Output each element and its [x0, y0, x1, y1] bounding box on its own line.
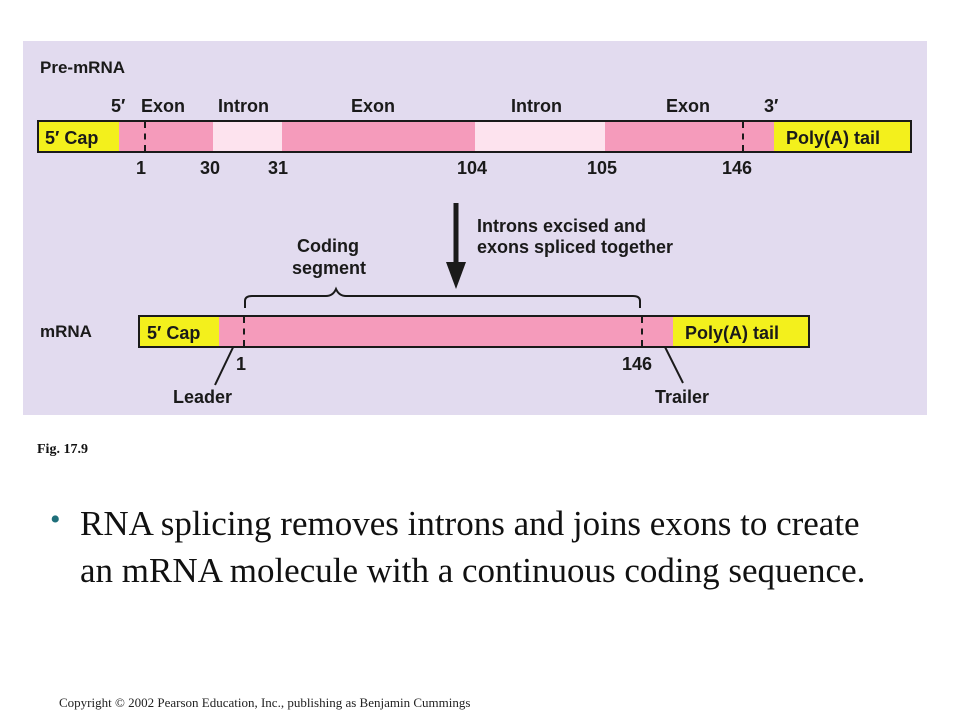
coding-segment-label-line-2: segment [292, 258, 367, 278]
premrna-intron-2-segment [475, 122, 605, 151]
mrna-start-marker [243, 317, 245, 346]
figure-caption: Fig. 17.9 [37, 442, 88, 457]
mrna-end-marker [641, 317, 643, 346]
mrna-bar: 5′ Cap Poly(A) tail [138, 315, 810, 348]
premrna-exon-1-segment [119, 122, 213, 151]
figure-panel [23, 41, 927, 415]
premrna-intron-1-segment [213, 122, 282, 151]
coding-segment-brace [244, 286, 641, 308]
premrna-5prime-label: 5′ [111, 96, 126, 116]
premrna-end-marker [742, 122, 744, 151]
leader-label: Leader [173, 387, 233, 407]
premrna-pos-1: 1 [136, 158, 147, 178]
region-label-exon-2: Exon [351, 96, 396, 116]
region-label-intron-1: Intron [218, 96, 269, 116]
premrna-3prime-label: 3′ [764, 96, 779, 116]
bullet-text: RNA splicing removes introns and joins e… [80, 504, 866, 590]
splice-arrow [446, 203, 466, 289]
trailer-label: Trailer [655, 387, 710, 407]
region-label-exon-1: Exon [141, 96, 186, 116]
premrna-tail-segment [774, 122, 910, 151]
arrow-label-line-2: exons spliced together [477, 237, 674, 257]
arrow-label-line-1: Introns excised and [477, 216, 647, 236]
premrna-cap-segment [39, 122, 119, 151]
premrna-pos-30: 30 [200, 158, 221, 178]
premrna-title: Pre-mRNA [40, 58, 126, 77]
premrna-pos-105: 105 [587, 158, 618, 178]
mrna-pos-146: 146 [622, 354, 653, 374]
bullet-icon: • [50, 503, 61, 536]
mrna-pos-1: 1 [236, 354, 247, 374]
premrna-pos-31: 31 [268, 158, 289, 178]
premrna-pos-104: 104 [457, 158, 488, 178]
coding-segment-label-line-1: Coding [297, 236, 359, 256]
mrna-tail-segment [673, 317, 808, 346]
premrna-cap-label: 5′ Cap [45, 128, 99, 148]
premrna-start-marker [144, 122, 146, 151]
premrna-bar: 5′ Cap Poly(A) tail [37, 120, 912, 153]
premrna-pos-146: 146 [722, 158, 753, 178]
region-label-intron-2: Intron [511, 96, 562, 116]
region-label-exon-3: Exon [666, 96, 711, 116]
copyright-notice: Copyright © 2002 Pearson Education, Inc.… [59, 695, 471, 710]
mrna-coding-segment [219, 317, 673, 346]
premrna-exon-3-segment [605, 122, 774, 151]
premrna-exon-2-segment [282, 122, 475, 151]
mrna-tail-label: Poly(A) tail [685, 323, 780, 343]
premrna-tail-label: Poly(A) tail [786, 128, 881, 148]
mrna-title: mRNA [40, 322, 92, 341]
mrna-cap-label: 5′ Cap [147, 323, 201, 343]
mrna-cap-segment [140, 317, 219, 346]
